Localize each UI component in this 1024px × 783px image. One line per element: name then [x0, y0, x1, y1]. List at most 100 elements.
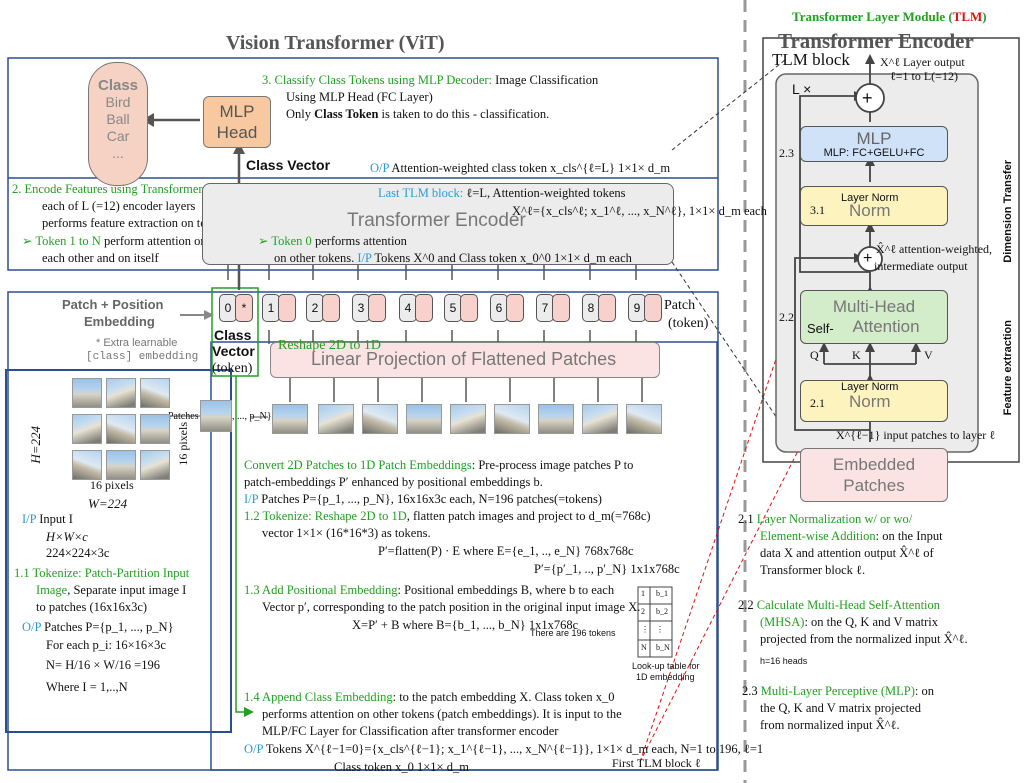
lookup-cell: ⋮	[641, 625, 649, 634]
class-box: Class Bird Ball Car ...	[88, 62, 148, 186]
input-for-each: For each p_i: 16×16×3c	[46, 638, 166, 652]
mha-line1: Multi-Head	[832, 297, 916, 316]
lookup-cell: N	[641, 643, 647, 652]
n22-label: 2.2	[779, 310, 794, 324]
t12-eq1: P′=flatten(P) · E where E={e_1, .., e_N}…	[378, 544, 634, 558]
input-image-tile	[106, 414, 136, 444]
t12-eq2: P′={p′_1, .., p′_N} 1x1x768c	[534, 562, 680, 576]
note21-line4: Transformer block ℓ.	[760, 563, 866, 577]
mha-line2: Attention	[852, 317, 920, 336]
tokenize-line2: Image, Separate input image I	[36, 583, 187, 597]
input-image-tile	[106, 450, 136, 480]
step3-line2: Using MLP Head (FC Layer)	[286, 90, 433, 104]
input-ip: I/P Input I	[22, 512, 73, 526]
lookup-caption2: 1D embedding	[636, 672, 695, 682]
note21-line1: 2.1 Layer Normalization w/ or wo/	[738, 512, 913, 526]
px16-side-label: 16 pixels	[176, 422, 190, 466]
step3-line3: Only Class Token is taken to do this - c…	[286, 107, 550, 121]
mlp-head-box: MLP Head	[203, 96, 271, 148]
patch-image	[582, 404, 618, 434]
t13-eq: X=P′ + B where B={b_1, ..., b_N} 1x1x768…	[352, 618, 579, 632]
lookup-cell: b_2	[656, 607, 668, 616]
mlp-box: MLP MLP: FC+GELU+FC	[800, 126, 948, 162]
norm21-box: Layer Norm Norm	[800, 380, 948, 422]
input-hwc: H×W×c	[46, 530, 88, 544]
class-item: Ball	[106, 111, 130, 127]
t14-line1: 1.4 Append Class Embedding: to the patch…	[244, 690, 615, 704]
mha-self: Self-	[807, 321, 834, 336]
input-image-tile	[106, 378, 136, 408]
note23-line2: the Q, K and V matrix projected	[760, 701, 921, 715]
mlp-head-line2: Head	[216, 123, 258, 142]
tokenize-heading: 1.1 Tokenize: Patch-Partition Input	[14, 566, 190, 580]
note21-line3: data X and attention output X̂^ℓ of	[760, 546, 934, 560]
layer-range: ℓ=1 to L(=12)	[890, 69, 958, 83]
mlp-sub: MLP: FC+GELU+FC	[823, 147, 925, 159]
patch-image	[362, 404, 398, 434]
token-pos	[415, 294, 433, 322]
v-label: V	[924, 348, 933, 362]
mlp-head-line1: MLP	[219, 102, 255, 121]
step2-line4: ➢ Token 1 to N perform attention on	[22, 234, 207, 248]
embedded-line1: Embedded	[832, 455, 916, 474]
input-image-tile	[140, 450, 170, 480]
note21-line2: Element-wise Addition: on the Input	[760, 529, 943, 543]
class-vector-label: Class Vector	[246, 157, 331, 173]
note22-line3: projected from the normalized input X̂^ℓ…	[760, 632, 968, 646]
linear-projection-label: Linear Projection of Flattened Patches	[311, 349, 617, 369]
class-item: ...	[112, 145, 124, 161]
token-9: 9	[628, 294, 646, 322]
norm31-label: Norm	[849, 201, 891, 220]
intermediate-output: intermediate output	[874, 259, 968, 273]
lookup-cell: b_N	[656, 643, 670, 652]
extra-learnable-line2: [class] embedding	[86, 351, 199, 363]
token-pos	[506, 294, 524, 322]
transformer-encoder-box: Transformer Encoder	[202, 183, 674, 265]
token-pos	[598, 294, 616, 322]
input-image-tile	[72, 414, 102, 444]
convert-line1: Convert 2D Patches to 1D Patch Embedding…	[244, 458, 634, 472]
embedded-patches-box: Embedded Patches	[800, 448, 948, 502]
vit-title: Vision Transformer (ViT)	[226, 32, 445, 54]
token-pos	[322, 294, 340, 322]
input-image-tile	[72, 378, 102, 408]
q-label: Q	[810, 348, 819, 362]
extra-learnable-line1: * Extra learnable	[96, 337, 178, 349]
input-patches-label: X^{ℓ−1} input patches to layer ℓ	[836, 428, 996, 442]
patch-token-line2: (token)	[668, 316, 709, 331]
token-pos	[460, 294, 478, 322]
n23-label: 2.3	[779, 146, 794, 160]
t12-line1: 1.2 Tokenize: Reshape 2D to 1D, flatten …	[244, 509, 651, 523]
input-where: Where I = 1,..,N	[46, 680, 128, 694]
token-2: 2	[306, 294, 324, 322]
patch-image	[450, 404, 486, 434]
step2-line5: each other and on itself	[42, 251, 159, 265]
patch-position-line1: Patch + Position	[62, 297, 164, 312]
linear-projection-box: Linear Projection of Flattened Patches	[270, 342, 660, 378]
t14-line3: MLP/FC Layer for Classification after tr…	[262, 724, 559, 738]
last-tlm-line2: X^ℓ={x_cls^ℓ; x_1^ℓ, ..., x_N^ℓ}, 1×1× d…	[512, 204, 767, 218]
class-title: Class	[97, 77, 139, 94]
tokenize-line3: to patches (16x16x3c)	[36, 600, 148, 614]
token0-line2: on other tokens. I/P Tokens X^0 and Clas…	[274, 251, 632, 265]
heads-label: h=16 heads	[760, 656, 808, 666]
t13-line2: Vector p′, corresponding to the patch po…	[262, 600, 641, 614]
input-image-tile	[140, 378, 170, 408]
mlp-label: MLP	[856, 129, 892, 148]
last-tlm-line1: Last TLM block: ℓ=L, Attention-weighted …	[378, 186, 626, 200]
lookup-cell: 2	[641, 607, 645, 616]
plus-mid: +	[863, 250, 873, 267]
input-op: O/P Patches P={p_1, ..., p_N}	[22, 620, 174, 634]
patch-image	[494, 404, 530, 434]
norm31-top: Layer Norm	[841, 192, 899, 204]
token-pos	[644, 294, 662, 322]
first-tlm-label: First TLM block ℓ	[612, 756, 701, 770]
note23-line1: 2.3 Multi-Layer Perceptive (MLP): on	[742, 684, 934, 698]
input-image-single	[200, 400, 232, 432]
note23-line3: from normalized input X̂^ℓ.	[760, 718, 900, 732]
class-vector-token-line1: Class	[214, 327, 252, 343]
n21-label: 2.1	[810, 396, 825, 410]
patch-image	[538, 404, 574, 434]
embedded-line2: Patches	[843, 476, 905, 495]
t14-line2: performs attention on other tokens (patc…	[262, 707, 622, 721]
